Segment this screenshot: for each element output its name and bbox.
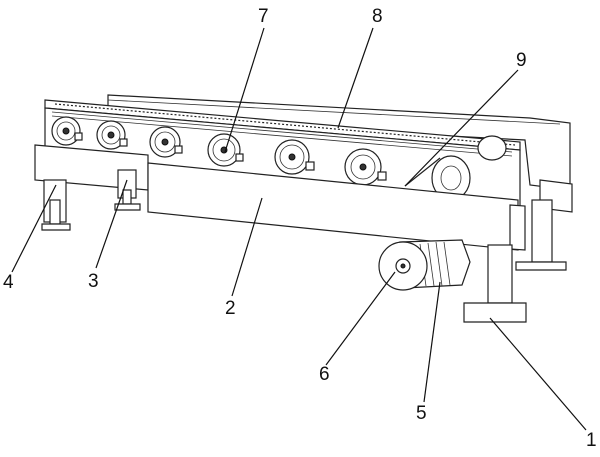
roller-bearing — [96, 120, 128, 150]
callout-6: 6 — [319, 364, 330, 385]
leader-lines — [11, 27, 587, 431]
leg-left — [41, 179, 71, 231]
callout-2: 2 — [225, 298, 236, 319]
roller-bearing — [149, 126, 183, 158]
drive-chain — [54, 103, 516, 146]
callout-1: 1 — [586, 430, 597, 451]
callout-9: 9 — [516, 50, 527, 71]
roller-bearings — [51, 116, 387, 186]
callout-5: 5 — [416, 403, 427, 424]
rear-leg-right — [515, 199, 567, 271]
support-beam — [34, 144, 526, 251]
motor-pulley — [378, 241, 428, 291]
callout-4: 4 — [3, 272, 14, 293]
roller-bearing — [274, 139, 315, 175]
callout-8: 8 — [372, 6, 383, 27]
leg-right — [463, 244, 527, 323]
roller-bearing — [51, 116, 83, 146]
callout-7: 7 — [258, 6, 269, 27]
callout-3: 3 — [88, 271, 99, 292]
